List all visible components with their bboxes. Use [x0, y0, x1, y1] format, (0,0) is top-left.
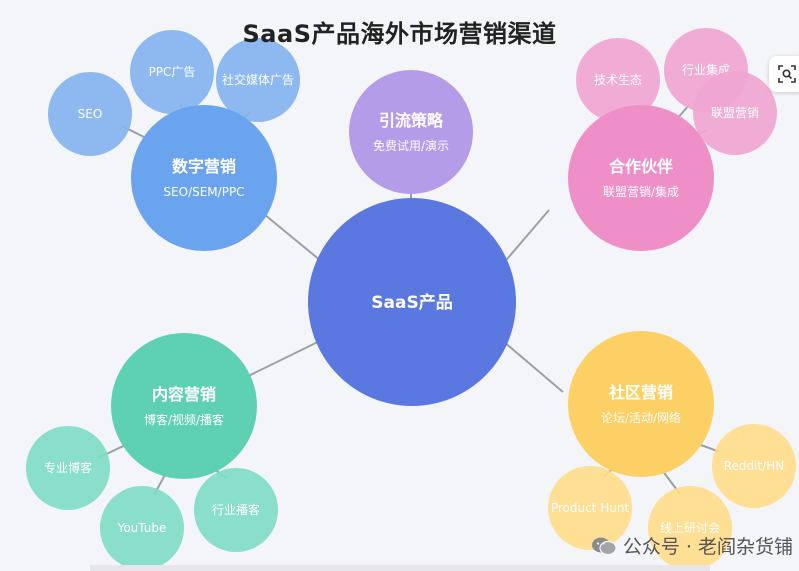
leaf-node-5: [693, 71, 777, 155]
channel-subtitle-inbound: 免费试用/演示: [373, 138, 449, 153]
channel-node-inbound: [349, 70, 473, 194]
leaf-label-3: 技术生态: [594, 73, 642, 87]
edge-content-center: [235, 335, 331, 383]
leaf-node-6: [26, 426, 110, 510]
leaf-node-8: [194, 468, 278, 552]
channel-node-content: [111, 333, 257, 479]
watermark: 公众号 · 老阎杂货铺: [591, 532, 793, 559]
channel-title-inbound: 引流策略: [379, 111, 444, 130]
channel-node-digital: [131, 105, 277, 251]
leaf-label-7: YouTube: [117, 521, 167, 535]
center-node: [308, 198, 516, 406]
leaf-label-9: Product Hunt: [551, 501, 630, 515]
wechat-icon: [591, 537, 617, 555]
leaf-label-10: 线上研讨会: [660, 521, 720, 535]
leaf-node-3: [576, 38, 660, 122]
leaf-node-2: [216, 38, 300, 122]
edge-community-center: [496, 335, 564, 393]
center-title: SaaS产品: [371, 292, 452, 313]
page-title: SaaS产品海外市场营销渠道: [242, 20, 557, 48]
watermark-text: 公众号 · 老阎杂货铺: [622, 536, 793, 558]
leaf-label-4: 行业集成: [682, 62, 730, 77]
channel-subtitle-community: 论坛/活动/网络: [601, 410, 681, 425]
channel-subtitle-digital: SEO/SEM/PPC: [163, 185, 244, 199]
leaf-label-1: PPC广告: [149, 65, 196, 79]
leaf-label-6: 专业博客: [44, 460, 92, 475]
leaf-node-1: [130, 30, 214, 114]
leaf-label-0: SEO: [78, 107, 103, 121]
channel-subtitle-partner: 联盟营销/集成: [603, 184, 679, 199]
channel-subtitle-content: 博客/视频/播客: [144, 412, 224, 427]
channel-title-partner: 合作伙伴: [609, 157, 673, 176]
leaf-node-7: [100, 486, 184, 570]
channel-title-content: 内容营销: [152, 385, 216, 404]
bottom-scroll-strip: [90, 565, 710, 571]
leaf-label-8: 行业播客: [212, 502, 260, 517]
channel-node-partner: [568, 105, 714, 251]
scan-button[interactable]: [769, 56, 799, 92]
channel-title-digital: 数字营销: [172, 157, 236, 176]
leaf-node-0: [48, 72, 132, 156]
leaf-node-11: [712, 424, 796, 508]
leaf-label-11: Reddit/HN: [724, 459, 785, 473]
leaf-label-5: 联盟营销: [711, 106, 759, 120]
channel-node-community: [568, 331, 714, 477]
scan-search-icon: [778, 65, 796, 83]
leaf-node-9: [548, 466, 632, 550]
leaf-label-2: 社交媒体广告: [222, 72, 294, 87]
channel-title-community: 社区营销: [608, 383, 673, 402]
leaf-node-10: [648, 486, 732, 570]
